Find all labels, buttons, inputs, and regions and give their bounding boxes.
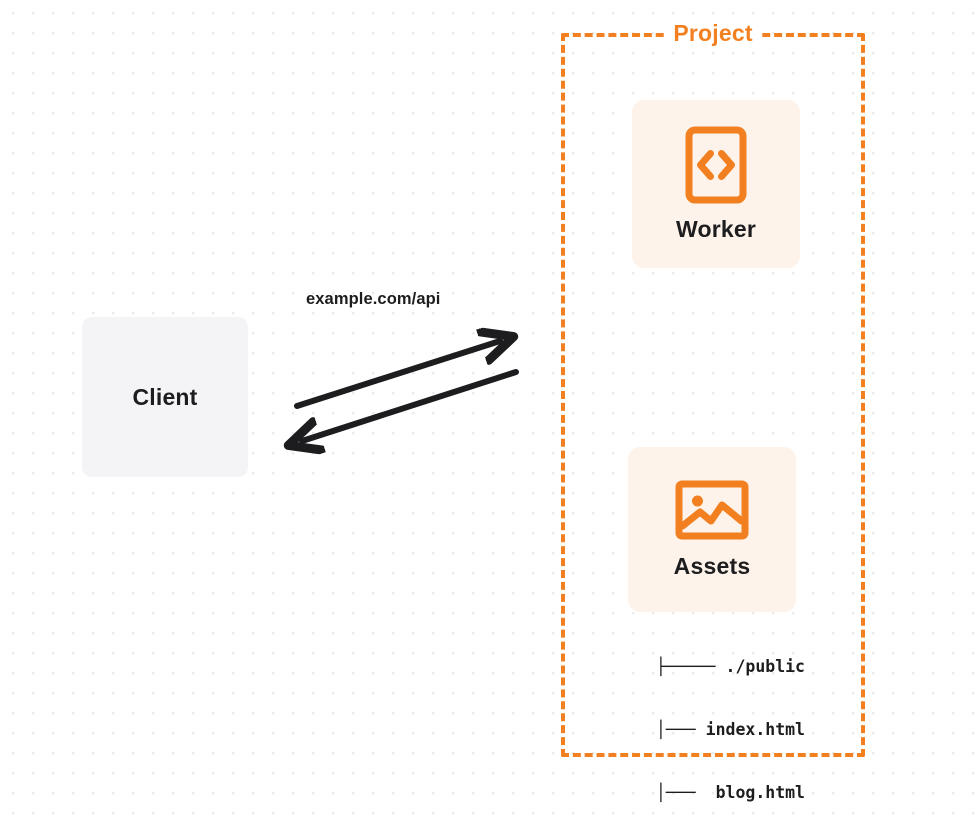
node-worker[interactable]: Worker — [632, 100, 800, 268]
tree-row: │─── index.html — [606, 720, 805, 739]
node-assets[interactable]: Assets — [628, 447, 796, 612]
node-client[interactable]: Client — [82, 317, 248, 477]
node-worker-label: Worker — [675, 215, 757, 242]
node-assets-label: Assets — [673, 553, 751, 579]
code-brackets-icon — [685, 126, 747, 204]
arrow-client-to-project — [294, 341, 500, 409]
connection-request-label: example.com/api — [306, 290, 441, 308]
tree-row: ├───── ./public — [655, 657, 805, 676]
node-client-label: Client — [132, 383, 198, 410]
arrow-project-to-client — [302, 369, 519, 441]
image-picture-icon — [675, 479, 749, 541]
tree-row: │─── blog.html — [606, 783, 805, 802]
assets-file-tree: ├───── ./public │─── index.html │─── blo… — [600, 614, 805, 818]
